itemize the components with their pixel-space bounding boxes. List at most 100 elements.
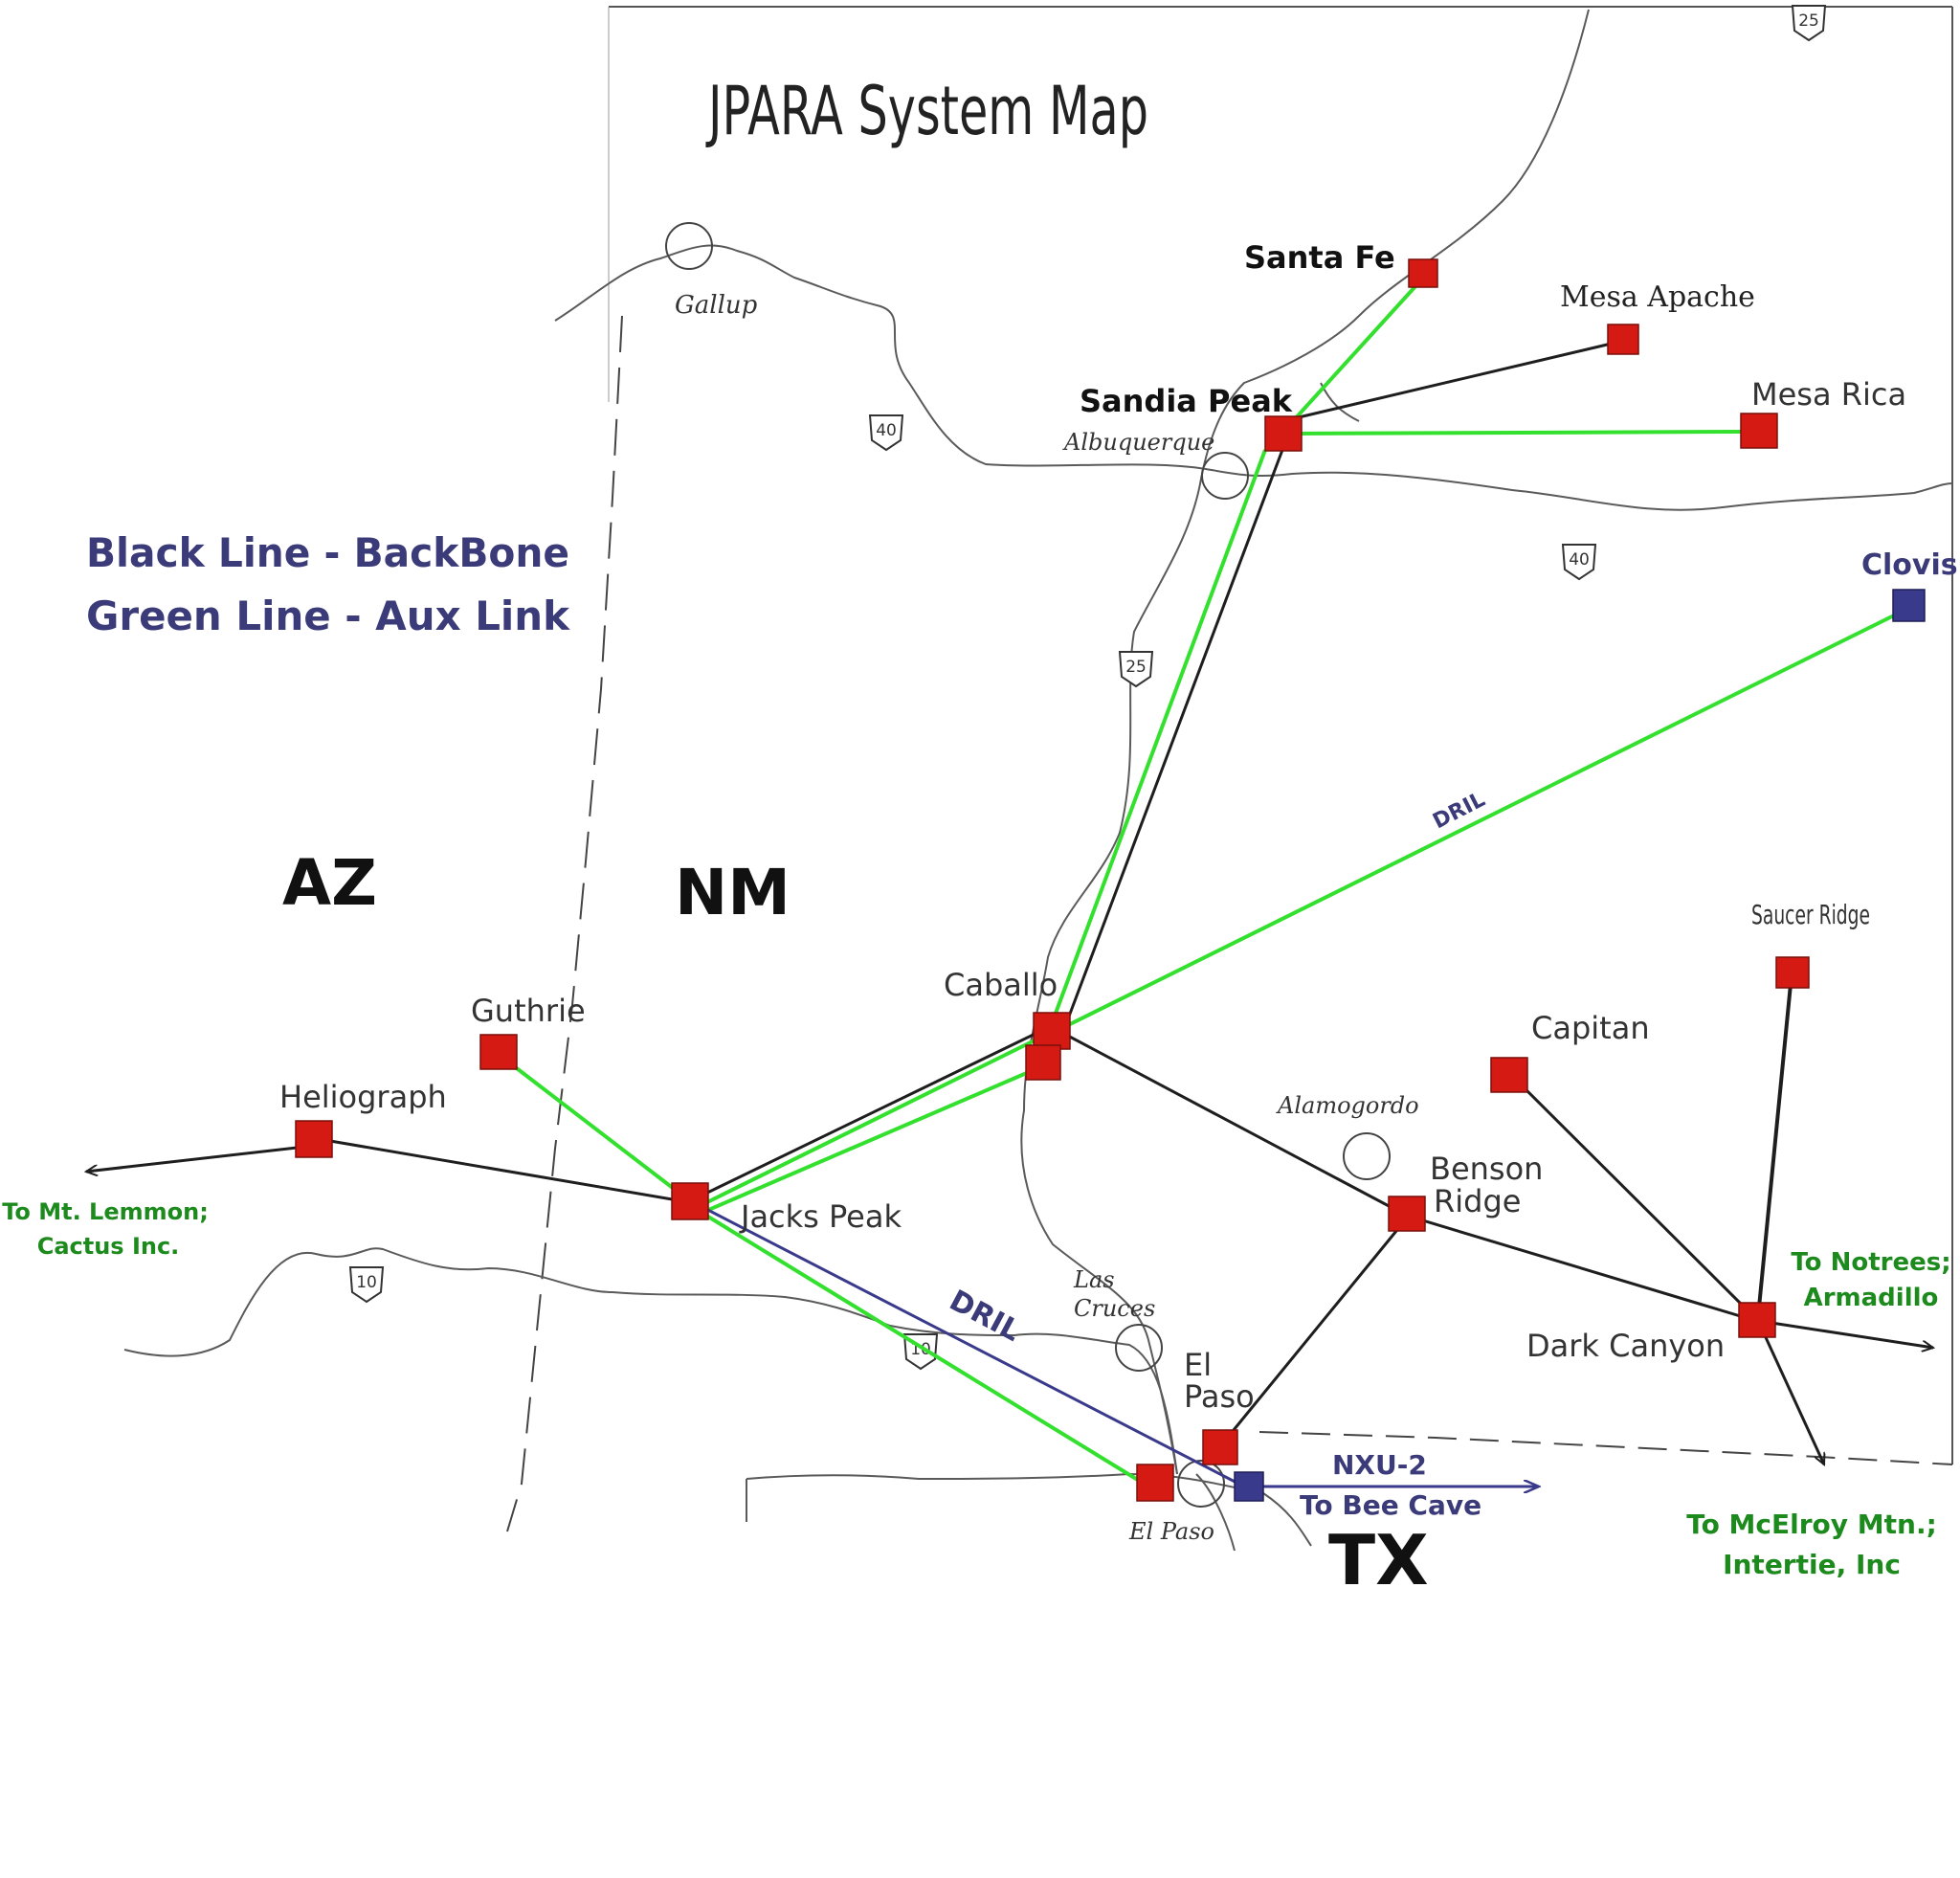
label-capitan: Capitan — [1531, 1010, 1650, 1046]
backbone-heliograph-jackspeak — [329, 1139, 690, 1204]
site-saucer-ridge — [1775, 956, 1810, 989]
el-paso-circle — [1177, 1460, 1225, 1508]
map-title: JPARA System Map — [705, 72, 1148, 150]
label-jacks-peak: Jacks Peak — [739, 1198, 902, 1235]
backbone-sandiapeak-caballo — [1062, 449, 1284, 1030]
las-cruces-circle — [1115, 1324, 1163, 1372]
i25-mid-label: 25 — [1125, 658, 1147, 677]
aux-link-sandiapeak-caballo — [1049, 449, 1267, 1027]
label-heliograph: Heliograph — [279, 1079, 447, 1115]
backbone-bensonridge-darkcanyon — [1406, 1214, 1757, 1323]
label-sandia-peak: Sandia Peak — [1080, 383, 1293, 419]
aux-link-jackspeak-caballo-b — [705, 1070, 1030, 1213]
label-guthrie: Guthrie — [471, 993, 586, 1029]
label-notrees-1: To Notrees; — [1791, 1248, 1950, 1277]
dril-site-markers — [1234, 589, 1926, 1502]
backbone-jackspeak-caballo — [702, 1027, 1046, 1196]
site-jacks-peak — [671, 1182, 709, 1220]
i40-road — [554, 244, 1953, 511]
label-dril-clovis: DRIL — [1429, 788, 1488, 834]
site-labels: Santa Fe Mesa Apache Sandia Peak Mesa Ri… — [279, 239, 1958, 1415]
site-clovis — [1892, 589, 1926, 622]
dril-jackspeak-nxu2 — [696, 1202, 1245, 1488]
label-mt-lemmon-2: Cactus Inc. — [37, 1233, 180, 1260]
i10-shield-west: 10 — [348, 1266, 385, 1304]
label-mcelroy-1: To McElroy Mtn.; — [1686, 1509, 1937, 1540]
backbone-to-mcelroy — [1757, 1322, 1824, 1464]
label-dark-canyon: Dark Canyon — [1526, 1328, 1725, 1364]
label-caballo: Caballo — [944, 967, 1058, 1003]
i10-road — [123, 1247, 1178, 1475]
site-dark-canyon — [1738, 1302, 1776, 1338]
aux-link-caballo-clovis — [1059, 611, 1901, 1031]
site-santa-fe — [1408, 258, 1438, 288]
backbone-links — [86, 340, 1933, 1464]
site-guthrie — [479, 1034, 518, 1070]
city-las-cruces-1: Las — [1073, 1266, 1115, 1293]
highway-shields: 25 40 40 25 10 10 — [348, 5, 1827, 1371]
state-labels: AZ NM TX — [282, 846, 1429, 1600]
label-saucer-ridge: Saucer Ridge — [1751, 899, 1870, 930]
site-nxu2 — [1234, 1471, 1264, 1502]
city-el-paso: El Paso — [1128, 1518, 1214, 1545]
nm-tx-border — [1258, 1431, 1953, 1465]
i40-west-label: 40 — [876, 421, 897, 440]
i25-shield-top: 25 — [1791, 5, 1827, 42]
legend-backbone: Black Line - BackBone — [86, 529, 569, 576]
label-nxu2: NXU-2 — [1332, 1449, 1427, 1481]
state-tx: TX — [1328, 1520, 1429, 1600]
backbone-to-mt-lemmon — [86, 1144, 315, 1172]
label-el-paso-1: El — [1184, 1347, 1212, 1383]
base-map — [506, 6, 1953, 1532]
site-mesa-rica — [1740, 413, 1778, 449]
city-alamogordo: Alamogordo — [1276, 1092, 1419, 1119]
az-nm-border — [506, 315, 623, 1532]
backbone-sandiapeak-mesaapache — [1281, 340, 1620, 423]
i40-east-label: 40 — [1569, 550, 1590, 570]
highways — [123, 9, 1953, 1552]
state-nm: NM — [675, 856, 791, 929]
albuquerque-ring-road — [1320, 382, 1360, 422]
label-mcelroy-2: Intertie, Inc — [1723, 1549, 1901, 1580]
site-sandia-peak — [1264, 415, 1303, 452]
legend: Black Line - BackBone Green Line - Aux L… — [86, 529, 570, 639]
site-caballo — [1033, 1012, 1071, 1050]
city-markers — [665, 222, 1391, 1508]
albuquerque-circle — [1201, 452, 1249, 500]
label-santa-fe: Santa Fe — [1244, 239, 1395, 276]
tx-road — [746, 1472, 1312, 1547]
label-clovis: Clovis — [1861, 548, 1958, 582]
label-mesa-apache: Mesa Apache — [1560, 280, 1755, 314]
state-az: AZ — [282, 846, 377, 920]
site-el-paso-east — [1202, 1429, 1238, 1465]
label-benson-ridge-1: Benson — [1430, 1151, 1543, 1187]
backbone-to-notrees — [1758, 1319, 1933, 1348]
site-caballo-2 — [1025, 1044, 1061, 1081]
city-albuquerque: Albuquerque — [1062, 429, 1214, 456]
city-gallup: Gallup — [675, 291, 758, 320]
site-markers — [295, 258, 1810, 1502]
backbone-bensonridge-elpaso — [1223, 1219, 1407, 1442]
aux-links — [507, 283, 1901, 1484]
i25-road — [1020, 9, 1590, 1475]
label-mesa-rica: Mesa Rica — [1751, 376, 1906, 413]
aux-link-jackspeak-caballo-a — [702, 1032, 1049, 1206]
site-capitan — [1490, 1057, 1528, 1093]
gallup-circle — [665, 222, 713, 270]
label-mt-lemmon-1: To Mt. Lemmon; — [2, 1198, 209, 1225]
label-bee-cave: To Bee Cave — [1300, 1489, 1481, 1521]
site-el-paso-west — [1136, 1464, 1174, 1502]
label-notrees-2: Armadillo — [1804, 1284, 1939, 1312]
aux-link-sandiapeak-mesarica — [1286, 430, 1745, 436]
i10-west-label: 10 — [356, 1273, 377, 1292]
i25-top-label: 25 — [1798, 11, 1819, 31]
city-labels: Gallup Albuquerque Alamogordo Las Cruces… — [675, 291, 1419, 1545]
external-labels: To Mt. Lemmon; Cactus Inc. To Notrees; A… — [2, 1198, 1950, 1580]
alamogordo-circle — [1343, 1132, 1391, 1180]
city-las-cruces-2: Cruces — [1074, 1295, 1155, 1322]
aux-link-guthrie-jackspeak — [507, 1061, 683, 1196]
aux-link-jackspeak-elpaso — [702, 1212, 1143, 1484]
label-el-paso-2: Paso — [1184, 1378, 1255, 1415]
